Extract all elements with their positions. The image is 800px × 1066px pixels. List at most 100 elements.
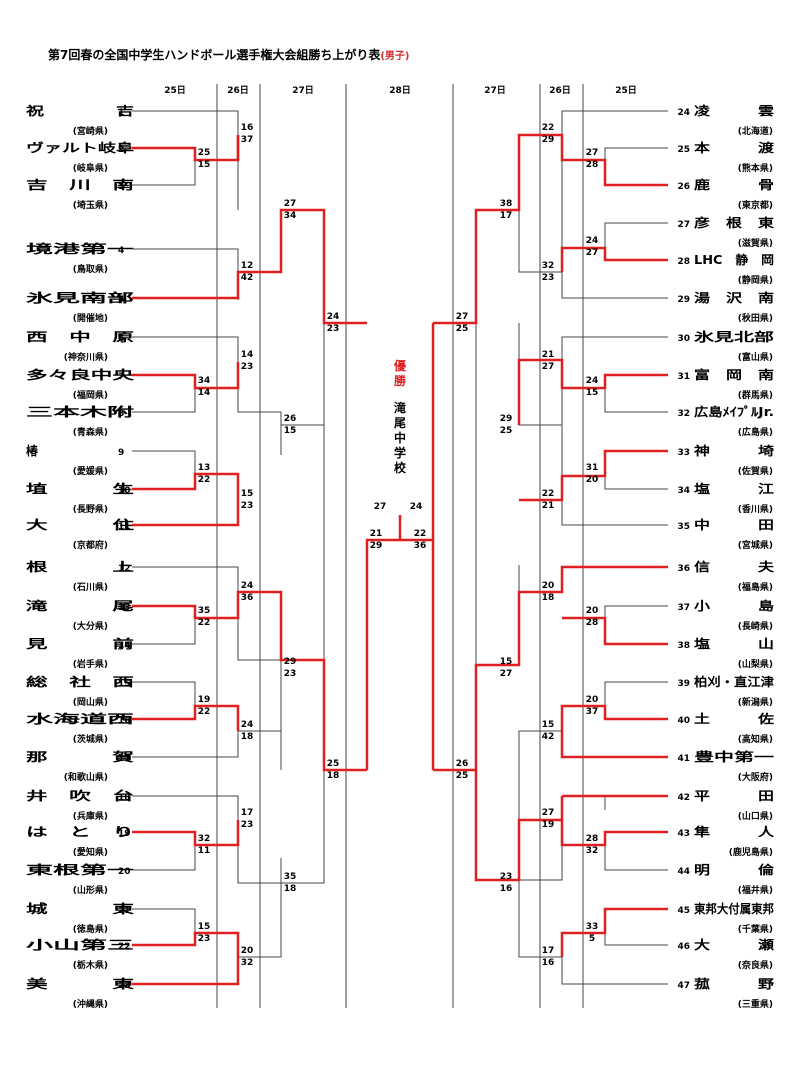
team-prefecture: (兵庫県) <box>73 810 108 822</box>
score-top: 20 <box>241 946 254 956</box>
day-header: 25日 <box>164 85 186 96</box>
team-prefecture: (鳥取県) <box>73 263 108 275</box>
team-number: 20 <box>118 867 131 877</box>
team-number: 19 <box>118 829 131 839</box>
team-number: 15 <box>118 679 131 689</box>
score-bottom: 29 <box>370 541 383 551</box>
score-bottom: 23 <box>198 934 211 944</box>
team-number: 2 <box>118 145 124 155</box>
winner-path <box>132 208 367 325</box>
team-prefecture: (香川県) <box>738 503 773 515</box>
winner-path <box>400 538 435 770</box>
team-prefecture: (愛媛県) <box>73 465 108 477</box>
bracket-line <box>132 336 239 362</box>
team-name: 信 夫 <box>694 559 775 574</box>
team-prefecture: (山口県) <box>738 810 773 822</box>
score-bottom: 20 <box>586 475 599 485</box>
team-prefecture: (石川県) <box>73 582 108 593</box>
score-top: 24 <box>241 581 254 591</box>
score-bottom: 21 <box>542 501 555 511</box>
bracket-line <box>604 222 668 248</box>
day-header: 26日 <box>549 85 571 96</box>
day-header: 27日 <box>292 85 314 96</box>
bracket-line <box>604 681 668 706</box>
team-name: 大 瀬 <box>694 937 774 952</box>
team-number: 7 <box>118 372 124 382</box>
bracket-line <box>132 388 196 413</box>
score-top: 35 <box>284 872 297 882</box>
score-bottom: 18 <box>542 593 555 603</box>
team-prefecture: (茨城県) <box>73 733 108 745</box>
bracket-line <box>561 957 668 985</box>
bracket-line <box>561 336 668 360</box>
score-bottom: 23 <box>327 324 340 334</box>
team-name: 祝 吉 <box>26 103 134 118</box>
score-bottom: 23 <box>542 273 555 283</box>
team-number: 34 <box>677 486 690 496</box>
team-prefecture: (秋田県) <box>738 312 773 324</box>
score-bottom: 36 <box>241 593 254 603</box>
team-number: 46 <box>677 942 690 952</box>
team-name: 三本木附 <box>26 404 134 419</box>
score-top: 23 <box>500 872 513 882</box>
score-bottom: 27 <box>586 248 599 258</box>
score-top: 25 <box>327 759 340 769</box>
team-prefecture: (大阪府) <box>738 771 773 783</box>
team-name: 多々良中央 <box>26 367 136 382</box>
bracket-line <box>323 323 346 771</box>
score-top: 32 <box>198 834 211 844</box>
team-name: は と り <box>26 825 134 839</box>
team-name: 氷見北部 <box>692 329 774 344</box>
team-name: 塩 山 <box>694 636 774 651</box>
score-bottom: 27 <box>500 669 513 679</box>
score-bottom: 22 <box>198 707 211 717</box>
bracket-line <box>132 845 196 871</box>
score-top: 22 <box>414 529 427 539</box>
team-prefecture: (青森県) <box>73 426 108 438</box>
team-number: 22 <box>118 942 131 952</box>
team-name: 凌 雲 <box>694 103 774 118</box>
bracket-line <box>518 160 563 273</box>
score-top: 24 <box>586 376 599 386</box>
day-header: 26日 <box>227 85 249 96</box>
team-number: 33 <box>677 448 690 458</box>
score-bottom: 15 <box>586 388 599 398</box>
team-prefecture: (熊本県) <box>738 162 773 174</box>
winner-path <box>132 590 367 772</box>
team-prefecture: (神奈川県) <box>64 351 108 363</box>
score-bottom: 16 <box>500 884 513 894</box>
team-name: 埴 生 <box>26 481 134 496</box>
score-top: 22 <box>542 123 555 133</box>
score-bottom: 11 <box>198 846 211 856</box>
team-name: 総 社 西 <box>26 674 134 689</box>
score-bottom: 28 <box>586 618 599 628</box>
team-prefecture: (長崎県) <box>738 620 773 632</box>
winner-path <box>517 358 668 425</box>
team-number: 21 <box>118 906 131 916</box>
score-bottom: 27 <box>542 362 555 372</box>
bracket-line <box>132 450 196 474</box>
team-prefecture: (岡山県) <box>73 696 108 708</box>
team-name: 明 倫 <box>694 862 775 877</box>
winner-path <box>474 770 562 882</box>
team-number: 32 <box>677 409 690 419</box>
team-prefecture: (宮崎県) <box>73 125 108 137</box>
team-number: 44 <box>677 867 690 877</box>
team-prefecture: (福岡県) <box>73 389 108 401</box>
score-bottom: 37 <box>586 707 599 717</box>
bracket-line <box>604 933 668 946</box>
team-name: 根 上 <box>26 559 134 574</box>
team-number: 5 <box>118 295 124 305</box>
day-header: 27日 <box>484 85 506 96</box>
team-number: 42 <box>677 793 690 803</box>
team-number: 27 <box>677 220 690 230</box>
score-top: 32 <box>542 261 555 271</box>
score-top: 27 <box>456 312 469 322</box>
team-number: 28 <box>677 257 690 267</box>
team-name: 水海道西 <box>26 711 134 726</box>
team-name: 豊中第一 <box>694 749 774 764</box>
winner-path <box>132 500 240 527</box>
score-top: 26 <box>284 414 297 424</box>
team-number: 6 <box>118 334 124 344</box>
